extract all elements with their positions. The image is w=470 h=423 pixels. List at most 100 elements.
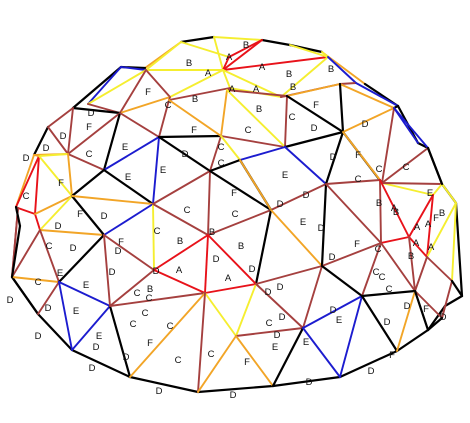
strut-c-72 [158,99,170,138]
strut-a-142 [380,236,410,244]
strut-label: D [404,301,411,312]
strut-b-33 [289,44,329,58]
strut-label: F [58,178,64,189]
strut-f-106 [342,131,381,181]
strut-label: D [55,221,62,232]
strut-c-162 [302,265,323,329]
strut-label: A [414,222,421,233]
strut-label: D [89,363,96,374]
strut-c-79 [284,95,288,148]
strut-f-122 [71,195,154,205]
strut-label: E [57,268,63,279]
strut-label: B [376,198,382,209]
strut-label: D [60,131,67,142]
strut-e-101 [239,146,286,161]
strut-label: F [389,350,395,361]
strut-d-191 [10,224,22,279]
strut-label: C [218,142,225,153]
strut-label: D [279,312,286,323]
strut-a-36 [222,56,230,71]
strut-c-171 [414,290,443,319]
strut-label: E [122,142,128,153]
strut-c-151 [103,234,155,271]
strut-label: F [145,87,151,98]
strut-c-150 [103,234,111,307]
strut-d-113 [426,146,444,186]
strut-d-15 [70,348,132,379]
strut-label: A [425,219,432,230]
strut-c-145 [39,229,60,283]
strut-f-76 [220,89,228,137]
strut-label: D [277,282,284,293]
strut-label: F [191,125,197,136]
strut-c-181 [235,327,304,337]
strut-label: E [272,342,278,353]
strut-d-105 [324,130,345,186]
strut-label: C [266,318,273,329]
strut-b-111 [432,183,443,196]
strut-label: B [328,64,334,75]
strut-label: E [83,280,89,291]
strut-a-90 [34,155,40,215]
strut-label: C [403,162,410,173]
strut-b-35 [180,41,230,58]
strut-b-40 [169,69,224,98]
strut-c-119 [11,229,41,278]
strut-label: D [35,331,42,342]
strut-c-168 [414,256,428,292]
strut-label: D [330,305,337,316]
strut-label: F [354,239,360,250]
strut-a-136 [379,179,410,238]
strut-label: D [368,366,375,377]
strut-e-45 [327,56,357,84]
strut-label: C [386,284,393,295]
strut-d-81 [285,94,345,134]
strut-label: B [177,236,183,247]
strut-d-95 [102,168,155,206]
strut-d-64 [71,106,122,115]
strut-c-152 [109,269,155,307]
strut-c-58 [168,87,231,101]
strut-label: D [384,317,391,328]
strut-label: D [230,390,237,401]
strut-label: A [259,62,266,73]
strut-label: E [427,188,433,199]
strut-label: D [23,153,30,164]
strut-label: F [231,188,237,199]
strut-e-184 [302,327,341,378]
strut-label: C [376,164,383,175]
strut-b-112 [441,183,457,204]
strut-c-104 [270,183,327,211]
strut-e-149 [58,281,111,307]
strut-b-99 [220,135,241,161]
strut-label: A [226,52,233,63]
strut-c-110 [381,182,443,185]
strut-label: D [277,199,284,210]
strut-d-80 [283,130,345,149]
strut-c-160 [255,283,304,329]
strut-d-19 [338,349,399,379]
strut-b-43 [222,69,282,98]
strut-c-165 [361,242,382,297]
strut-d-183 [271,326,305,388]
strut-b-78 [226,89,286,148]
strut-c-107 [325,179,381,185]
strut-label: D [45,303,52,314]
strut-b-158 [204,292,237,337]
strut-d-187 [360,294,399,353]
strut-label: D [306,377,313,388]
strut-label: D [330,152,337,163]
strut-label: D [182,149,189,160]
strut-label: C [167,321,174,332]
strut-label: A [413,238,420,249]
strut-d-131 [254,208,273,286]
strut-b-1 [213,36,263,41]
strut-d-22 [443,294,464,308]
strut-a-91 [15,155,40,208]
strut-b-70 [38,153,69,157]
strut-label: A [229,84,236,95]
strut-c-125 [152,170,211,205]
strut-label: C [35,277,42,288]
strut-f-62 [339,83,395,109]
strut-c-130 [207,209,272,236]
